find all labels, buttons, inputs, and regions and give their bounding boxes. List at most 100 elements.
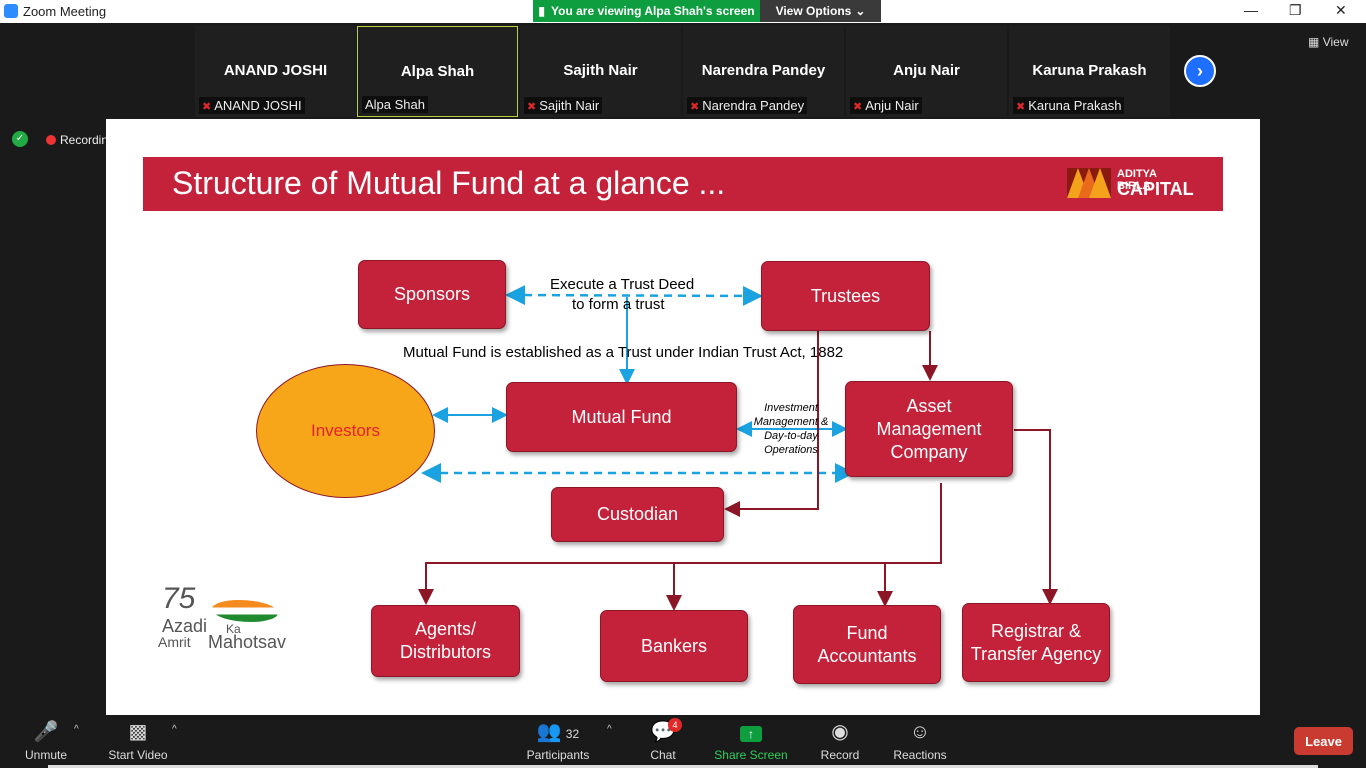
participant-label: Narendra Pandey (702, 98, 805, 113)
amc-label-2: Management (876, 418, 982, 439)
restore-icon[interactable]: ❐ (1289, 2, 1302, 18)
agents-label-1: Agents/ (414, 619, 477, 639)
share-screen-label: Share Screen (714, 748, 788, 762)
viewing-banner-text: You are viewing Alpa Shah's screen (551, 4, 755, 18)
mic-muted-icon: ✖ (527, 101, 537, 113)
window-title: Zoom Meeting (23, 4, 107, 19)
inv-mgmt-line4: Operations (764, 444, 818, 456)
zoom-app-icon (4, 4, 18, 18)
participant-name: ANAND JOSHI (223, 62, 328, 79)
diagram-arrows (418, 285, 1058, 611)
video-off-icon: ▩ (128, 721, 148, 743)
view-label: View (1322, 35, 1349, 49)
mic-muted-icon: ✖ (1016, 101, 1026, 113)
participant-tile[interactable]: Sajith Nair ✖Sajith Nair (520, 26, 681, 117)
trust-deed-label-2: to form a trust (572, 296, 665, 313)
participant-tile[interactable]: Karuna Prakash ✖Karuna Prakash (1009, 26, 1170, 117)
shield-icon: ▮ (538, 4, 545, 18)
participants-count: 32 (565, 727, 580, 741)
participants-label: Participants (526, 748, 590, 762)
scroll-track (48, 765, 1318, 768)
participant-tile[interactable]: ANAND JOSHI ✖ANAND JOSHI (195, 26, 356, 117)
rta-label-1: Registrar & (990, 620, 1082, 641)
participants-caret-icon[interactable]: ^ (607, 724, 612, 735)
share-screen-icon: ↑ (713, 716, 789, 748)
mutual-fund-label: Mutual Fund (571, 406, 672, 427)
video-options-caret-icon[interactable]: ^ (172, 724, 177, 735)
bankers-label: Bankers (640, 635, 708, 656)
participant-name: Alpa Shah (400, 63, 475, 80)
minimize-icon[interactable]: — (1244, 2, 1258, 18)
investors-ellipse: Investors (256, 364, 435, 498)
share-screen-button[interactable]: ↑ Share Screen (713, 716, 789, 768)
participant-tile[interactable]: Anju Nair ✖Anju Nair (846, 26, 1007, 117)
participant-name: Sajith Nair (563, 62, 638, 79)
amc-box: Asset Management Company (845, 381, 1013, 477)
logo-mark-svg (1067, 168, 1111, 198)
security-shield-icon[interactable]: ✓ (12, 131, 28, 147)
reactions-button[interactable]: ☺ Reactions (892, 716, 948, 768)
amrit-word: Amrit (158, 634, 191, 650)
inv-mgmt-line3: Day-to-day (764, 430, 818, 442)
participant-tile[interactable]: Narendra Pandey ✖Narendra Pandey (683, 26, 844, 117)
azadi-ka-amrit-mahotsav-logo: 75 Azadi Ka Amrit Mahotsav (156, 582, 316, 662)
inv-mgmt-line2: Management & (753, 416, 829, 428)
record-button[interactable]: ◉ Record (818, 716, 862, 768)
sponsors-box: Sponsors (358, 260, 506, 329)
amc-label-1: Asset (906, 395, 952, 416)
trust-deed-label-1: Execute a Trust Deed (550, 276, 695, 293)
flag-swoosh-icon (212, 600, 278, 622)
participants-icon: 👥32 (536, 721, 580, 743)
azadi-word: Azadi (162, 616, 208, 636)
mic-muted-icon: ✖ (690, 101, 700, 113)
logo-mark-icon (1067, 168, 1111, 198)
participants-button[interactable]: 👥32 Participants (524, 716, 592, 768)
start-video-label: Start Video (108, 748, 168, 762)
leave-button[interactable]: Leave (1294, 727, 1353, 755)
slide-title-bar: Structure of Mutual Fund at a glance ...… (143, 157, 1223, 211)
slide-title: Structure of Mutual Fund at a glance ... (172, 165, 726, 201)
meeting-toolbar: 🎤 Unmute ^ ▩ Start Video ^ 👥32 Participa… (0, 716, 1366, 768)
audio-options-caret-icon[interactable]: ^ (74, 724, 79, 735)
sponsors-label: Sponsors (393, 284, 471, 304)
aditya-birla-logo: ADITYA BIRLA CAPITAL (1067, 168, 1194, 200)
view-button[interactable]: ▦ View (1308, 35, 1348, 49)
amc-label-3: Company (890, 441, 968, 462)
close-icon[interactable]: ✕ (1335, 2, 1347, 18)
mic-muted-icon: ✖ (202, 101, 212, 113)
azadi-75: 75 (162, 582, 196, 615)
participant-tile-active[interactable]: Alpa Shah Alpa Shah (357, 26, 518, 117)
participant-label: Anju Nair (865, 98, 919, 113)
participant-name: Narendra Pandey (701, 62, 826, 79)
fund-accountants-box: Fund Accountants (793, 605, 941, 684)
investment-management-label: Investment Management & Day-to-day Opera… (747, 401, 835, 457)
record-icon: ◉ (831, 721, 849, 743)
shared-screen-slide: Structure of Mutual Fund at a glance ...… (106, 119, 1260, 715)
mahotsav-word: Mahotsav (208, 632, 287, 652)
mic-muted-icon: 🎤 (33, 721, 59, 743)
chat-label: Chat (650, 748, 676, 762)
start-video-button[interactable]: ▩ Start Video (104, 716, 172, 768)
rta-box: Registrar & Transfer Agency (962, 603, 1110, 682)
recording-indicator[interactable]: Recordin (46, 133, 108, 147)
grid-icon: ▦ (1308, 35, 1320, 49)
chevron-right-icon: › (1197, 60, 1203, 81)
agents-label-2: Distributors (399, 642, 492, 662)
view-options-button[interactable]: View Options ⌄ (760, 0, 881, 22)
custodian-box: Custodian (551, 487, 724, 542)
logo-line1: ADITYA BIRLA (1117, 168, 1157, 192)
participant-name: Karuna Prakash (1032, 62, 1147, 79)
smiley-icon: ☺ (909, 721, 931, 743)
unmute-label: Unmute (24, 748, 68, 762)
unmute-button[interactable]: 🎤 Unmute (20, 716, 72, 768)
chevron-down-icon: ⌄ (855, 4, 866, 18)
mic-muted-icon: ✖ (853, 101, 863, 113)
rta-label-2: Transfer Agency (970, 643, 1102, 664)
next-page-button[interactable]: › (1184, 55, 1216, 87)
participant-label: Alpa Shah (365, 97, 425, 112)
viewing-banner: ▮ You are viewing Alpa Shah's screen (533, 0, 760, 22)
trustees-label: Trustees (810, 285, 881, 306)
recording-label: Recordin (60, 133, 109, 147)
reactions-label: Reactions (893, 748, 947, 762)
view-options-label: View Options (775, 4, 852, 18)
